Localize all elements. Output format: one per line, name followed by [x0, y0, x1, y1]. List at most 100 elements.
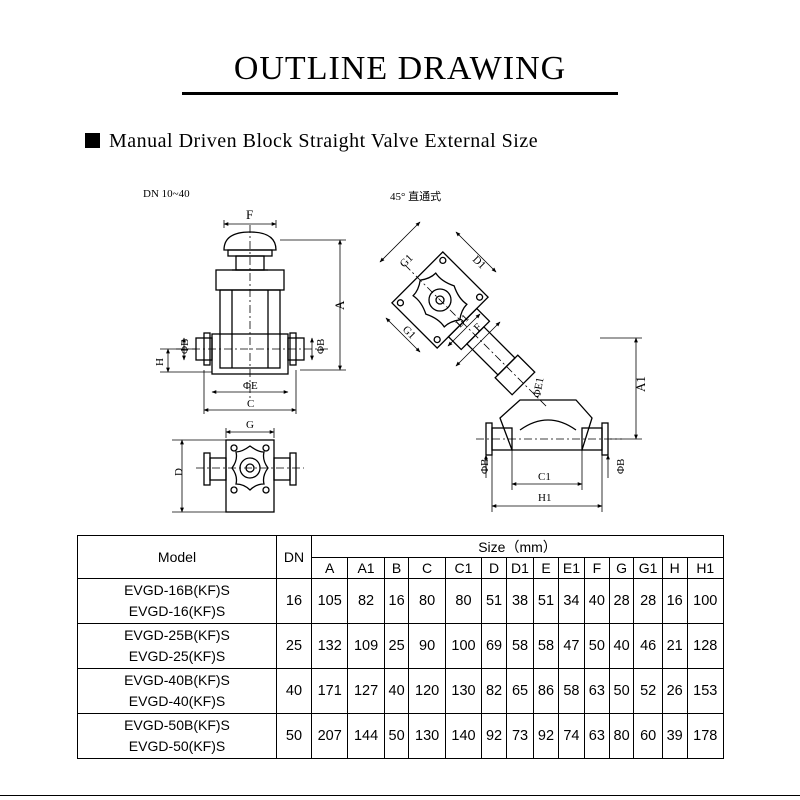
size-value-cell: 40 [608, 623, 635, 669]
size-value-cell: 140 [444, 713, 483, 759]
size-value-cell: 21 [661, 623, 688, 669]
size-value-cell: 132 [310, 623, 349, 669]
size-value-cell: 120 [408, 668, 446, 714]
size-value-cell: 50 [608, 668, 635, 714]
size-column-header: G [608, 557, 635, 579]
size-value-cell: 25 [383, 623, 410, 669]
size-column-header: D1 [505, 557, 535, 579]
size-value-cell: 144 [347, 713, 385, 759]
size-value-cell: 47 [557, 623, 586, 669]
size-value-cell: 178 [686, 713, 725, 759]
size-value-cell: 63 [584, 713, 610, 759]
size-value-cell: 80 [608, 713, 635, 759]
size-value-cell: 50 [584, 623, 610, 669]
dim-G-label: G [246, 419, 254, 431]
size-value-cell: 16 [383, 578, 410, 624]
section-heading-text: Manual Driven Block Straight Valve Exter… [109, 130, 539, 152]
size-column-header: A1 [347, 557, 385, 579]
size-value-cell: 58 [557, 668, 586, 714]
size-value-cell: 86 [533, 668, 559, 714]
size-column-header: H [661, 557, 688, 579]
dn-cell: 40 [276, 668, 312, 714]
page-title: OUTLINE DRAWING [233, 50, 567, 87]
size-value-cell: 58 [505, 623, 535, 669]
size-value-cell: 207 [310, 713, 349, 759]
outline-drawings: DN 10~40 F A H ΦB [143, 188, 648, 513]
dn-column-header: DN [276, 535, 312, 579]
model-cell: EVGD-40B(KF)S EVGD-40(KF)S [77, 668, 277, 714]
dim-phiE1-label: ΦE1 [531, 376, 546, 398]
size-value-cell: 130 [444, 668, 483, 714]
size-value-cell: 82 [481, 668, 507, 714]
dim-phiB-right-label: ΦB [315, 339, 327, 354]
dim-C1-label: C1 [538, 471, 551, 483]
dim-phiE-label: ΦE [243, 380, 258, 392]
section-heading: Manual Driven Block Straight Valve Exter… [85, 130, 538, 153]
size-value-cell: 50 [383, 713, 410, 759]
size-column-header: G1 [633, 557, 663, 579]
size-value-cell: 171 [310, 668, 349, 714]
size-column-header: C1 [444, 557, 483, 579]
size-value-cell: 127 [347, 668, 385, 714]
dn-cell: 25 [276, 623, 312, 669]
model-name-line2: EVGD-16(KF)S [128, 603, 226, 619]
size-value-cell: 109 [347, 623, 385, 669]
size-value-cell: 60 [633, 713, 663, 759]
model-name-line1: EVGD-25B(KF)S [124, 627, 230, 643]
model-name-line1: EVGD-50B(KF)S [124, 717, 230, 733]
title-underline [182, 92, 618, 95]
dim-D1-bottom-label: D1 [454, 312, 472, 330]
size-column-header: E1 [557, 557, 586, 579]
dn-cell: 50 [276, 713, 312, 759]
dim-F-label: F [246, 207, 253, 222]
dim-phiB-left-label: ΦB [179, 339, 191, 354]
size-value-cell: 100 [686, 578, 725, 624]
size-value-cell: 40 [584, 578, 610, 624]
size-value-cell: 65 [505, 668, 535, 714]
size-value-cell: 74 [557, 713, 586, 759]
size-column-header: H1 [686, 557, 725, 579]
left-valve-front-view: DN 10~40 F A H ΦB [143, 188, 347, 414]
size-value-cell: 92 [481, 713, 507, 759]
dim-H1-label: H1 [538, 492, 551, 504]
dim-phiB-right-view-left-label: ΦB [479, 459, 491, 474]
model-name-line1: EVGD-40B(KF)S [124, 672, 230, 688]
size-column-header: C [408, 557, 446, 579]
bottom-divider [0, 795, 800, 796]
model-name-line2: EVGD-25(KF)S [128, 648, 226, 664]
size-value-cell: 63 [584, 668, 610, 714]
left-valve-top-view: G D [172, 419, 304, 513]
model-name-line2: EVGD-40(KF)S [128, 693, 226, 709]
dn-cell: 16 [276, 578, 312, 624]
size-value-cell: 51 [533, 578, 559, 624]
size-value-cell: 28 [633, 578, 663, 624]
size-value-cell: 105 [310, 578, 349, 624]
dim-D1-top-label: D1 [470, 254, 488, 272]
dim-A-label: A [332, 300, 347, 310]
model-cell: EVGD-25B(KF)S EVGD-25(KF)S [77, 623, 277, 669]
size-value-cell: 92 [533, 713, 559, 759]
size-column-header: B [383, 557, 410, 579]
size-value-cell: 28 [608, 578, 635, 624]
dim-H-label: H [154, 358, 166, 366]
size-column-header: F [584, 557, 610, 579]
size-value-cell: 100 [444, 623, 483, 669]
size-value-cell: 46 [633, 623, 663, 669]
dim-G1-top-label: G1 [398, 252, 416, 270]
size-value-cell: 52 [633, 668, 663, 714]
dim-D-label: D [173, 468, 185, 476]
size-value-cell: 73 [505, 713, 535, 759]
table-header-row: Model DN Size（mm） [77, 535, 724, 579]
size-value-cell: 128 [686, 623, 725, 669]
size-value-cell: 39 [661, 713, 688, 759]
right-type-label: 45° 直通式 [390, 189, 441, 203]
dim-A1-label: A1 [633, 376, 648, 392]
